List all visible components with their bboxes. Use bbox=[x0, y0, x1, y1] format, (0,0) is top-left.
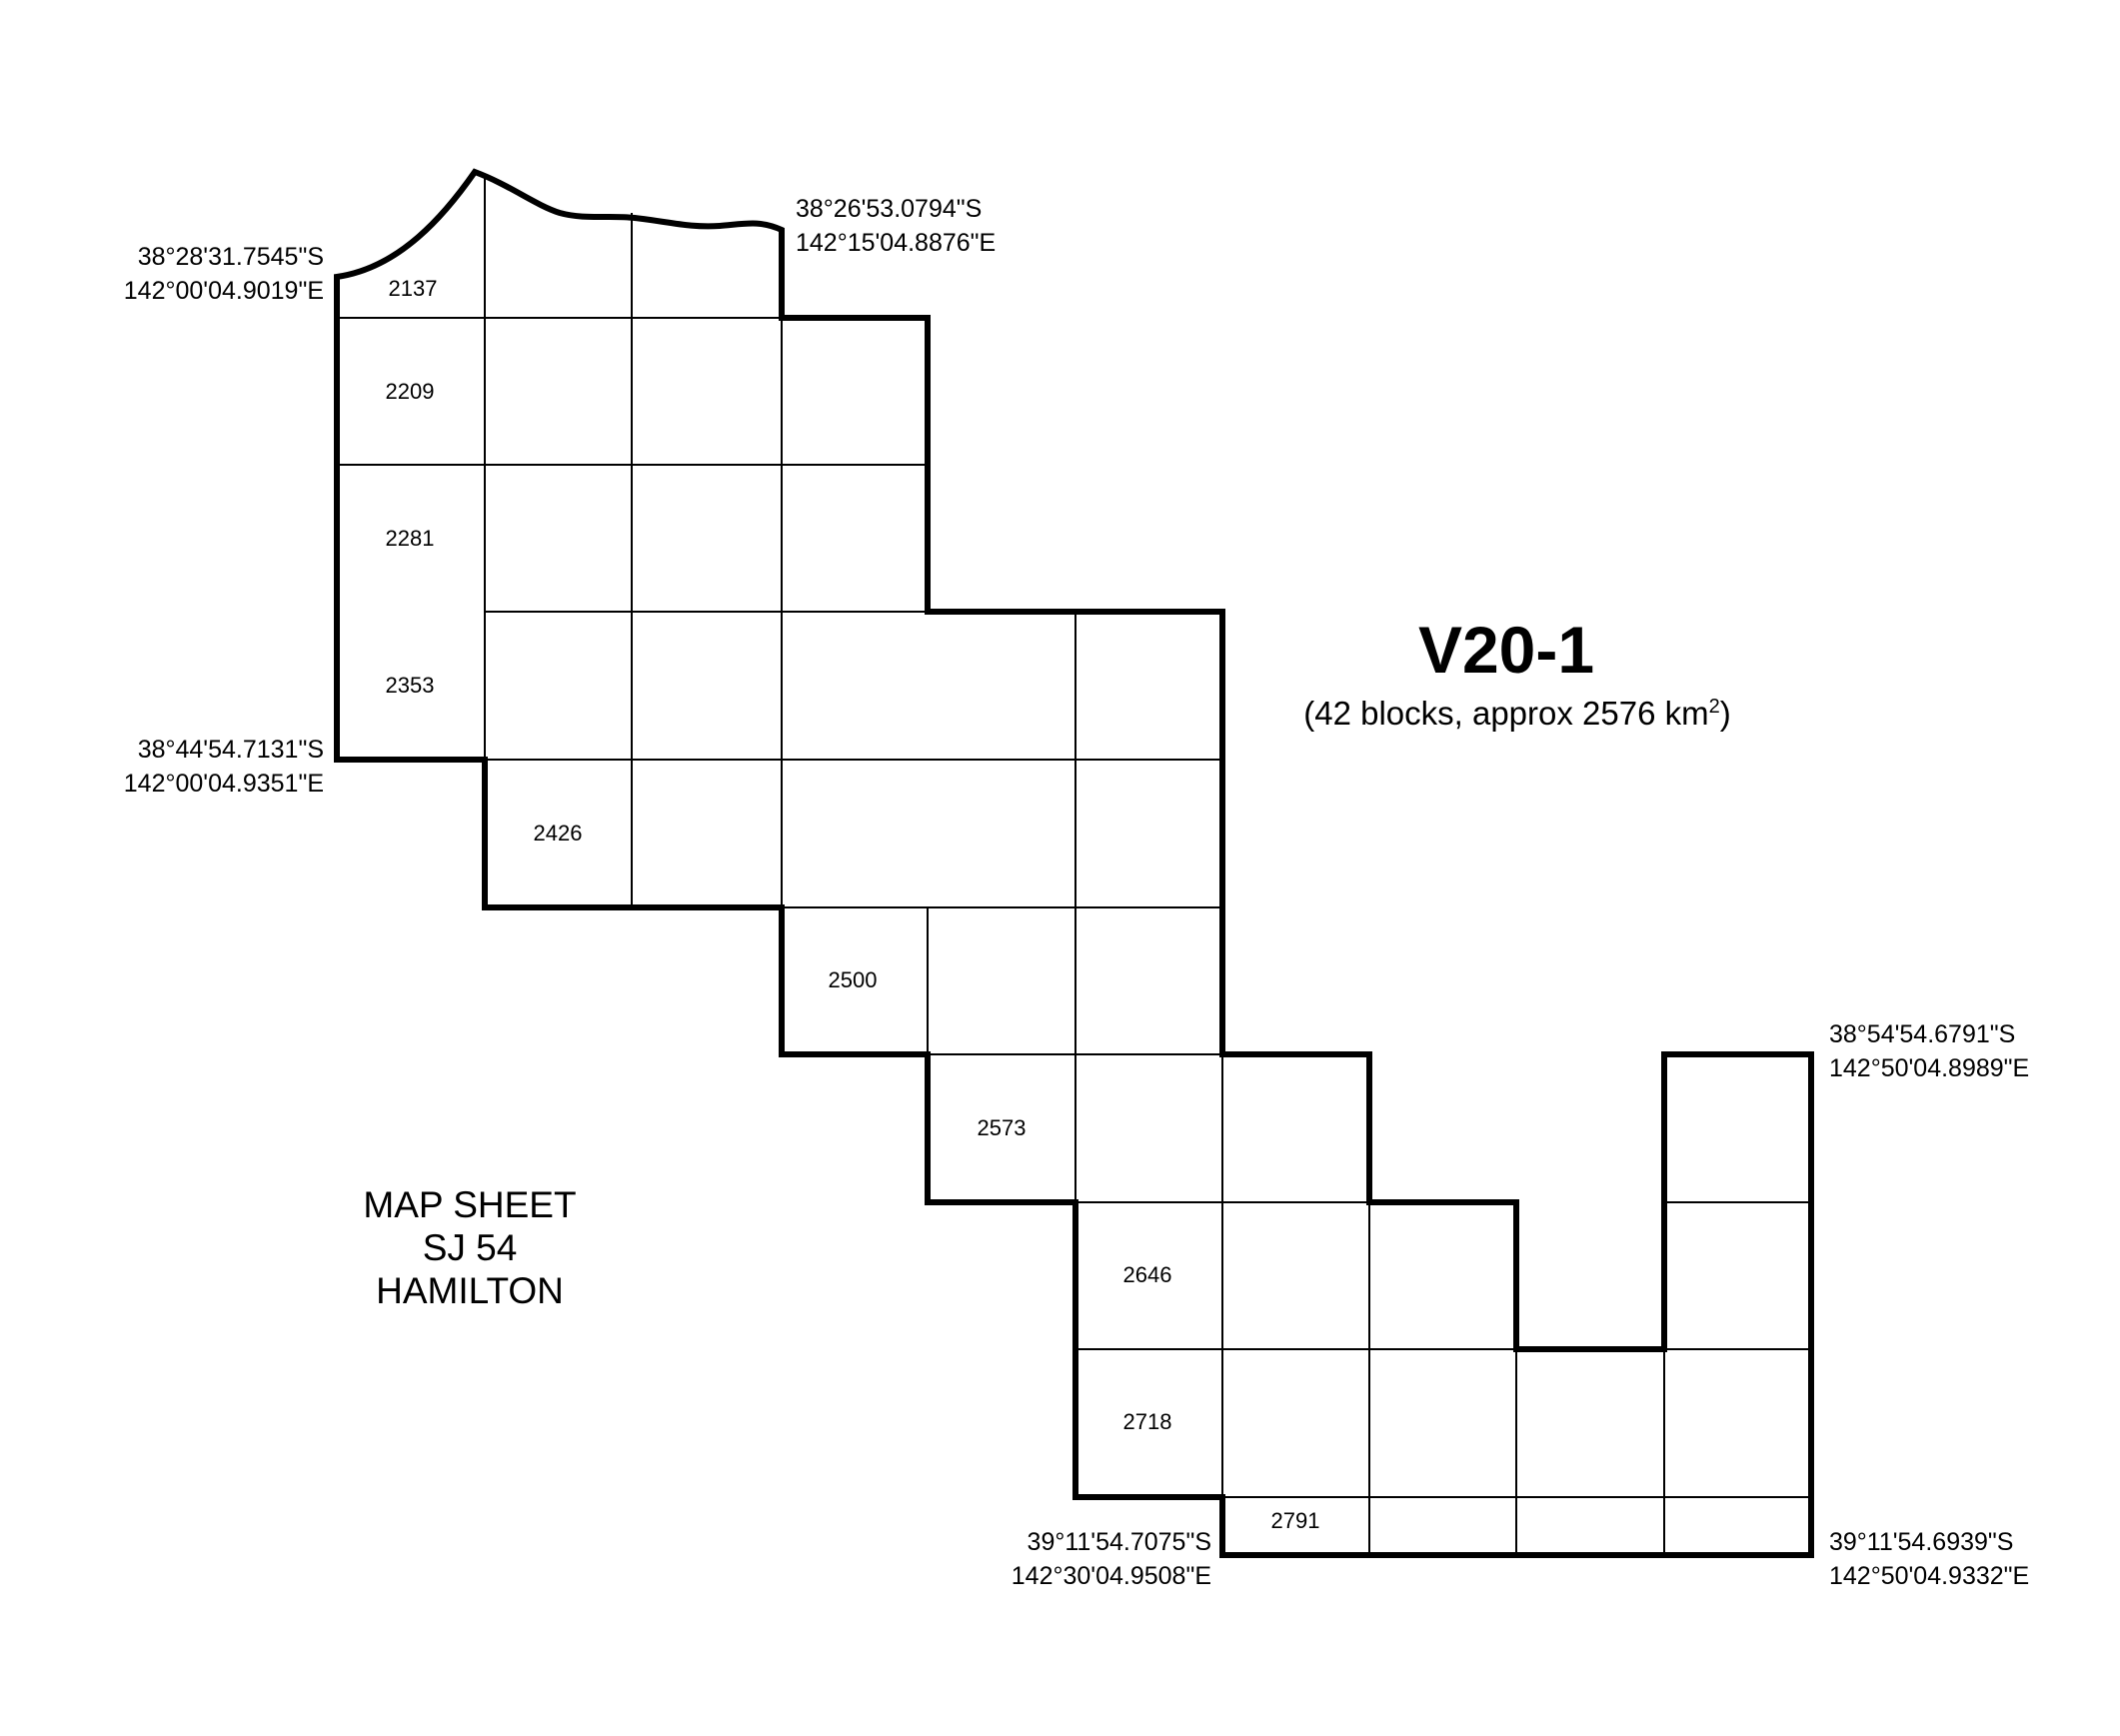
map-title: V20-1 bbox=[1417, 613, 1595, 687]
corner-lon: 142°15'04.8876"E bbox=[796, 229, 997, 257]
corner-lon: 142°00'04.9351"E bbox=[123, 770, 324, 798]
block-label-2426: 2426 bbox=[533, 821, 583, 846]
subtitle-text: (42 blocks, approx 2576 km bbox=[1303, 695, 1709, 732]
map-sheet-name: HAMILTON bbox=[376, 1270, 564, 1311]
block-label-2573: 2573 bbox=[977, 1115, 1027, 1140]
block-label-2281: 2281 bbox=[385, 526, 435, 551]
corner-lon: 142°50'04.9332"E bbox=[1829, 1562, 2030, 1590]
corner-lat: 38°54'54.6791"S bbox=[1829, 1020, 2016, 1048]
block-label-2209: 2209 bbox=[385, 379, 435, 404]
corner-coord-mid-left: 38°44'54.7131"S 142°00'04.9351"E bbox=[124, 733, 324, 801]
corner-lon: 142°30'04.9508"E bbox=[1011, 1562, 1211, 1590]
corner-coord-bottom-left: 39°11'54.7075"S 142°30'04.9508"E bbox=[1012, 1525, 1211, 1593]
corner-lat: 39°11'54.6939"S bbox=[1829, 1528, 2014, 1556]
block-label-2500: 2500 bbox=[828, 967, 878, 992]
map-sheet-line: MAP SHEET bbox=[363, 1184, 577, 1225]
subtitle-suffix: ) bbox=[1719, 695, 1731, 732]
map-sheet-code: SJ 54 bbox=[422, 1227, 518, 1268]
subtitle-superscript: 2 bbox=[1708, 696, 1720, 718]
block-label-2137: 2137 bbox=[388, 276, 438, 301]
block-label-2791: 2791 bbox=[1270, 1508, 1320, 1533]
corner-lat: 38°28'31.7545"S bbox=[137, 243, 324, 271]
block-label-2646: 2646 bbox=[1122, 1262, 1172, 1287]
corner-coord-top-right: 38°26'53.0794"S 142°15'04.8876"E bbox=[796, 192, 996, 260]
corner-coord-bottom-right: 39°11'54.6939"S 142°50'04.9332"E bbox=[1829, 1525, 2029, 1593]
block-label-2718: 2718 bbox=[1122, 1409, 1172, 1434]
permit-boundary bbox=[334, 168, 1814, 1558]
corner-lon: 142°00'04.9019"E bbox=[123, 277, 324, 305]
corner-coord-top-left: 38°28'31.7545"S 142°00'04.9019"E bbox=[124, 240, 324, 308]
corner-lat: 38°44'54.7131"S bbox=[137, 736, 324, 764]
map-subtitle: (42 blocks, approx 2576 km2) bbox=[1303, 695, 1731, 733]
corner-coord-east-top: 38°54'54.6791"S 142°50'04.8989"E bbox=[1829, 1017, 2029, 1085]
block-label-2353: 2353 bbox=[385, 673, 435, 698]
corner-lat: 38°26'53.0794"S bbox=[796, 195, 983, 223]
map-sheet-label: MAP SHEET SJ 54 HAMILTON bbox=[363, 1183, 576, 1312]
corner-lat: 39°11'54.7075"S bbox=[1027, 1528, 1211, 1556]
corner-lon: 142°50'04.8989"E bbox=[1829, 1054, 2030, 1082]
